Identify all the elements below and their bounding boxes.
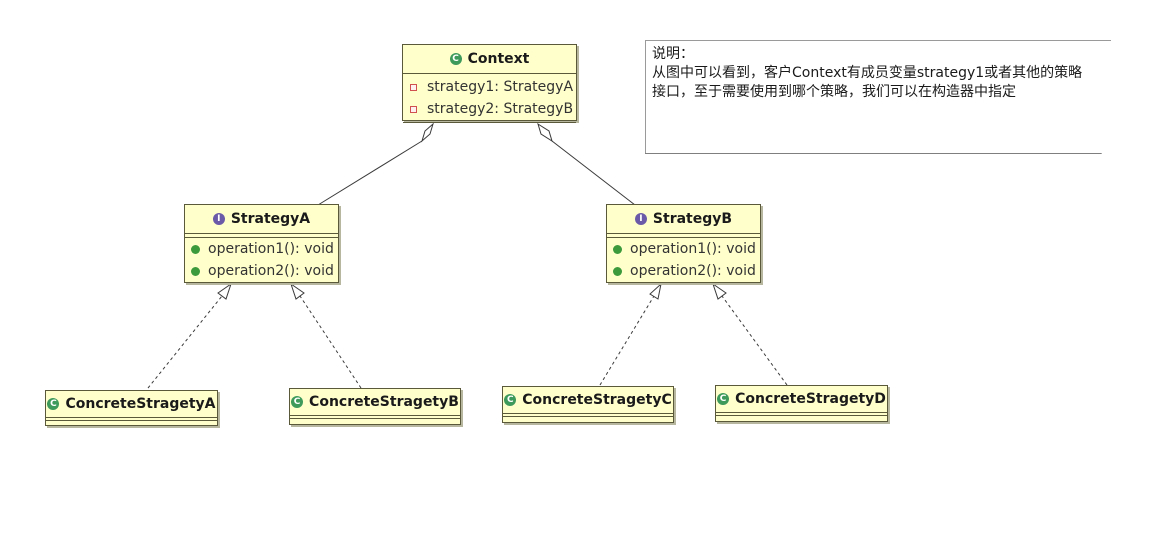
class-icon: C — [291, 396, 304, 408]
interface-icon: I — [634, 213, 647, 225]
strategya-interface[interactable]: I StrategyA operation1(): void operation… — [184, 204, 339, 283]
aggregation-context-strategyb — [537, 122, 636, 206]
concrete-a-name: ConcreteStragetyA — [65, 396, 216, 412]
diagram-note[interactable]: 说明： 从图中可以看到，客户Context有成员变量strategy1或者其他的… — [645, 40, 1111, 153]
realization-concretea-strategya — [147, 282, 232, 389]
operation-row: operation1(): void — [185, 238, 338, 260]
class-icon: C — [47, 398, 60, 410]
context-class-header: C Context — [403, 45, 576, 74]
public-method-icon — [613, 266, 622, 276]
operation-row: operation2(): void — [185, 260, 338, 282]
strategyb-interface[interactable]: I StrategyB operation1(): void operation… — [606, 204, 761, 283]
private-field-icon — [410, 105, 417, 113]
concrete-strategy-c-class[interactable]: C ConcreteStragetyC — [502, 386, 674, 423]
concrete-d-compartments — [716, 415, 887, 420]
public-method-icon — [191, 244, 200, 254]
operation-label: operation1(): void — [208, 241, 334, 257]
strategyb-attributes — [607, 234, 760, 238]
concrete-b-name: ConcreteStragetyB — [309, 394, 459, 410]
context-class[interactable]: C Context strategy1: StrategyA strategy2… — [402, 44, 577, 123]
context-attributes: strategy1: StrategyA strategy2: Strategy… — [403, 74, 576, 123]
attribute-label: strategy2: StrategyB — [427, 101, 574, 117]
concrete-strategy-d-class[interactable]: C ConcreteStragetyD — [715, 385, 888, 422]
concrete-strategy-b-class[interactable]: C ConcreteStragetyB — [289, 388, 461, 425]
class-icon: C — [504, 394, 517, 406]
aggregation-context-strategya — [317, 122, 434, 206]
operation-row: operation1(): void — [607, 238, 760, 260]
concrete-b-compartments — [290, 418, 460, 423]
context-operations — [403, 123, 576, 126]
attribute-row: strategy1: StrategyA — [403, 76, 576, 98]
concrete-d-name: ConcreteStragetyD — [735, 391, 886, 407]
private-field-icon — [410, 83, 417, 91]
realization-concreteb-strategya — [290, 282, 362, 389]
strategya-attributes — [185, 234, 338, 238]
concrete-d-header: C ConcreteStragetyD — [716, 386, 887, 413]
note-title: 说明： — [652, 46, 694, 62]
class-icon: C — [449, 53, 462, 65]
attribute-row: strategy2: StrategyB — [403, 98, 576, 120]
operation-label: operation1(): void — [630, 241, 756, 257]
note-line-1: 从图中可以看到，客户Context有成员变量strategy1或者其他的策略 — [652, 65, 1083, 81]
public-method-icon — [191, 266, 200, 276]
concrete-a-compartments — [46, 420, 217, 425]
strategyb-name: StrategyB — [652, 211, 733, 227]
public-method-icon — [613, 244, 622, 254]
strategya-header: I StrategyA — [185, 205, 338, 234]
attribute-label: strategy1: StrategyA — [427, 79, 574, 95]
concrete-b-header: C ConcreteStragetyB — [290, 389, 460, 416]
operation-label: operation2(): void — [630, 263, 756, 279]
strategyb-header: I StrategyB — [607, 205, 760, 234]
note-line-2: 接口，至于需要使用到哪个策略，我们可以在构造器中指定 — [652, 84, 1016, 100]
concrete-a-header: C ConcreteStragetyA — [46, 391, 217, 418]
operation-label: operation2(): void — [208, 263, 334, 279]
strategya-operations: operation1(): void operation2(): void — [185, 238, 338, 284]
strategya-name: StrategyA — [230, 211, 311, 227]
strategyb-operations: operation1(): void operation2(): void — [607, 238, 760, 284]
concrete-c-name: ConcreteStragetyC — [522, 392, 672, 408]
context-class-name: Context — [467, 51, 530, 67]
concrete-strategy-a-class[interactable]: C ConcreteStragetyA — [45, 390, 218, 426]
concrete-c-compartments — [503, 416, 673, 421]
interface-icon: I — [212, 213, 225, 225]
realization-concretec-strategyb — [599, 282, 662, 386]
concrete-c-header: C ConcreteStragetyC — [503, 387, 673, 414]
class-icon: C — [717, 393, 730, 405]
realization-concreted-strategyb — [712, 282, 788, 386]
operation-row: operation2(): void — [607, 260, 760, 282]
